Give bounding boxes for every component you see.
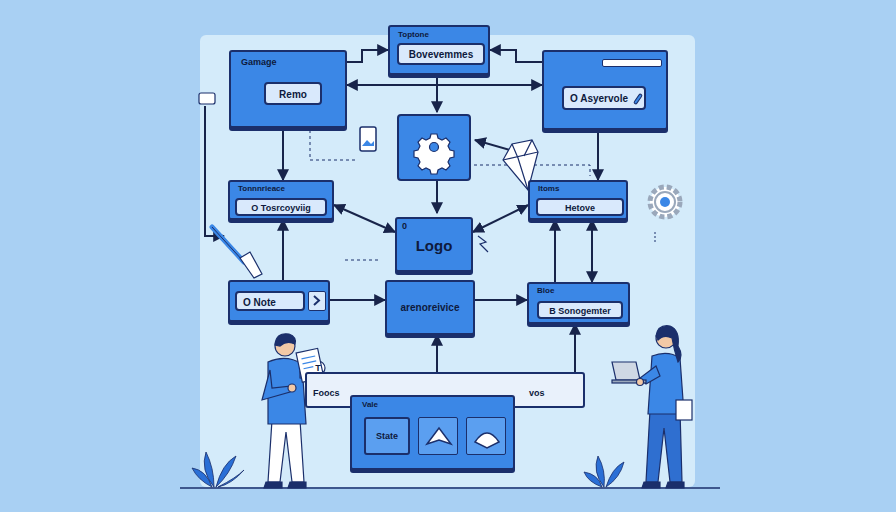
tile-icon-shape (475, 433, 499, 448)
box-heading: Itoms (538, 184, 559, 193)
box-heading: Toptone (398, 30, 429, 39)
logo-box: 0Logo (395, 217, 473, 272)
panel-box: Bloe B Sonogemter (527, 282, 630, 324)
connector-arrow (473, 205, 528, 232)
box-label: arenoreivice (401, 302, 460, 314)
panel-box: Tonnnrieace O Tosrcoyviig (228, 180, 334, 220)
box-label: O Tosrcoyviig (251, 203, 310, 213)
panel-box: ItomsHetove (528, 180, 628, 220)
box-label: Bovevemmes (409, 49, 473, 61)
process-box: arenoreivice (385, 280, 475, 335)
chevron-path (314, 296, 319, 305)
box-heading: Tonnnrieace (238, 184, 285, 193)
box-label: Logo (416, 237, 453, 254)
connector-arrow (347, 50, 388, 62)
input-field: Remo (264, 82, 322, 105)
box-heading: 0 (402, 221, 407, 231)
connector-arrow (475, 299, 527, 301)
connector-arrow (597, 130, 599, 180)
state-panel: ValeState (350, 395, 515, 470)
panel-box: O Note (228, 280, 330, 322)
box-label: O Note (243, 297, 276, 309)
connector-arrow (554, 220, 556, 282)
connector-arrow (591, 220, 593, 282)
icon-tile (418, 417, 458, 455)
connector-arrow (574, 324, 576, 372)
connector-arrow (334, 205, 395, 232)
input-field: O Asyervole (562, 86, 646, 110)
box-label: State (376, 431, 398, 441)
input-field: Hetove (536, 198, 624, 216)
connector-arrow (282, 220, 284, 280)
input-field: O Tosrcoyviig (235, 198, 327, 216)
connector-arrow (282, 128, 284, 180)
box-label: vos (529, 388, 545, 398)
pencil-icon (633, 93, 643, 105)
icon-tile (466, 417, 506, 455)
box-label: Hetove (565, 203, 595, 213)
tile-icon-shape (427, 428, 451, 444)
input-field: Bovevemmes (397, 43, 485, 65)
box-label: O Asyervole (570, 93, 628, 105)
connector-arrow (436, 335, 438, 372)
box-heading: Foocs (313, 388, 340, 398)
panel-box: GamageRemo (229, 50, 347, 128)
box-heading: Vale (362, 400, 378, 409)
connector-arrow (490, 50, 542, 62)
box-label: Remo (279, 89, 307, 101)
box-heading: Bloe (537, 286, 554, 295)
tile-icon (467, 418, 504, 453)
search-bar (602, 59, 662, 67)
input-field: O Note (235, 291, 305, 311)
state-tile: State (364, 417, 410, 455)
box-label: B Sonogemter (549, 306, 611, 316)
input-field: B Sonogemter (537, 301, 623, 319)
tile-icon (419, 418, 456, 453)
panel-box: O Asyervole (542, 50, 668, 130)
connector-arrow (330, 299, 385, 301)
connector-arrow (347, 84, 542, 86)
callout-letter: T (315, 363, 321, 373)
chevron-button (308, 291, 326, 311)
box-label: Gamage (241, 57, 277, 67)
chevron-icon (309, 292, 324, 309)
panel-box: ToptoneBovevemmes (388, 25, 490, 75)
